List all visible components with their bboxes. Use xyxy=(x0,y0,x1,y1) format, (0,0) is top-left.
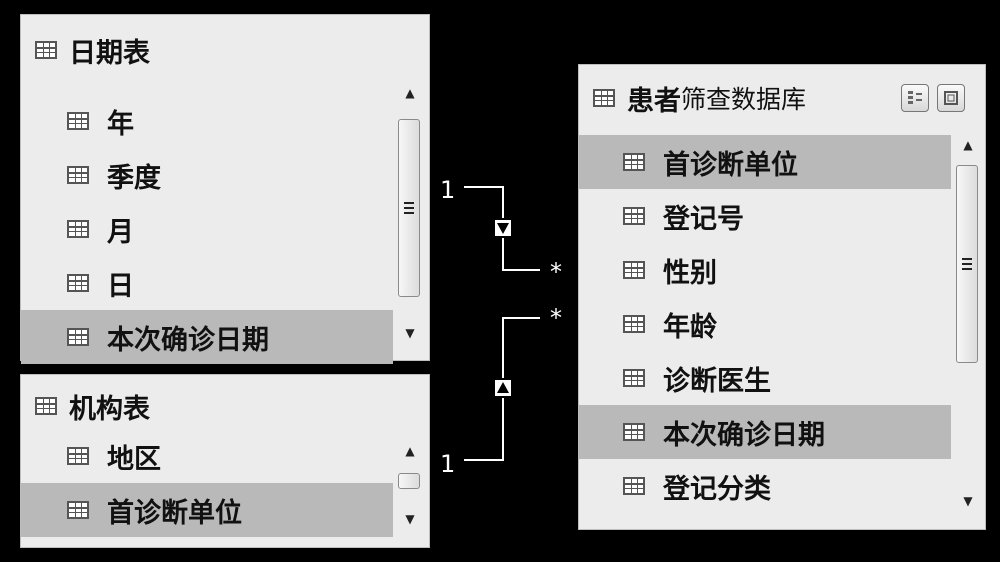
field-row[interactable]: 月 xyxy=(21,202,393,256)
patient-table-title-bold: 患者 xyxy=(627,85,681,117)
filter-direction-icon xyxy=(493,378,513,398)
scroll-up-icon[interactable]: ▲ xyxy=(405,444,415,458)
table-icon xyxy=(35,397,57,415)
column-icon xyxy=(623,423,645,441)
column-icon xyxy=(67,501,89,519)
date-table-header[interactable]: 日期表 xyxy=(21,15,429,85)
field-row[interactable]: 年 xyxy=(21,94,393,148)
field-row[interactable]: 性别 xyxy=(579,243,951,297)
patient-table-scrollbar[interactable]: ▲ ▼ xyxy=(953,131,983,527)
relationship-cardinality-one: 1 xyxy=(440,450,456,478)
field-label: 日 xyxy=(107,270,134,302)
patient-table-card[interactable]: 患者筛查数据库 首诊断单位 登记号 性别 年龄 诊断医生 本次确诊日期 xyxy=(578,64,986,530)
column-icon xyxy=(67,220,89,238)
field-label: 登记分类 xyxy=(663,473,771,505)
field-label: 地区 xyxy=(107,443,161,475)
field-row[interactable]: 登记号 xyxy=(579,189,951,243)
field-row[interactable]: 季度 xyxy=(21,148,393,202)
column-icon xyxy=(623,153,645,171)
scroll-down-icon[interactable]: ▼ xyxy=(405,512,415,526)
field-row[interactable]: 诊断医生 xyxy=(579,351,951,405)
scroll-down-icon[interactable]: ▼ xyxy=(405,326,415,340)
relationship-cardinality-many: * xyxy=(550,304,562,332)
org-table-card[interactable]: 机构表 地区 首诊断单位 ▲ ▼ xyxy=(20,374,430,548)
column-icon xyxy=(67,328,89,346)
patient-table-title-rest: 筛查数据库 xyxy=(681,85,807,114)
org-table-header[interactable]: 机构表 xyxy=(21,375,429,437)
field-label: 年 xyxy=(107,108,134,140)
date-table-title: 日期表 xyxy=(69,37,150,69)
scroll-thumb[interactable] xyxy=(398,119,420,297)
field-label: 首诊断单位 xyxy=(663,149,798,181)
table-icon xyxy=(593,89,615,107)
column-icon xyxy=(623,369,645,387)
field-label: 季度 xyxy=(107,162,161,194)
org-table-scrollbar[interactable]: ▲ ▼ xyxy=(395,433,425,543)
column-icon xyxy=(67,112,89,130)
column-icon xyxy=(67,166,89,184)
column-icon xyxy=(623,207,645,225)
column-icon xyxy=(623,315,645,333)
column-icon xyxy=(623,261,645,279)
field-label: 登记号 xyxy=(663,203,744,235)
column-icon xyxy=(67,447,89,465)
scroll-thumb[interactable] xyxy=(956,165,978,363)
field-row[interactable]: 日 xyxy=(21,256,393,310)
collapse-icon[interactable] xyxy=(901,84,929,112)
field-label: 本次确诊日期 xyxy=(107,324,269,356)
scroll-grip-icon xyxy=(962,258,972,270)
field-label: 月 xyxy=(107,216,134,248)
field-row-selected[interactable]: 本次确诊日期 xyxy=(21,310,393,364)
field-row-selected[interactable]: 首诊断单位 xyxy=(21,483,393,537)
date-table-scrollbar[interactable]: ▲ ▼ xyxy=(395,79,425,355)
patient-table-header[interactable]: 患者筛查数据库 xyxy=(579,65,985,131)
field-row-selected[interactable]: 本次确诊日期 xyxy=(579,405,951,459)
field-label: 首诊断单位 xyxy=(107,497,242,529)
maximize-icon[interactable] xyxy=(937,84,965,112)
field-row[interactable]: 年龄 xyxy=(579,297,951,351)
scroll-down-icon[interactable]: ▼ xyxy=(963,494,973,508)
scroll-up-icon[interactable]: ▲ xyxy=(405,86,415,100)
field-row[interactable]: 地区 xyxy=(21,429,393,483)
field-label: 性别 xyxy=(663,257,717,289)
relationship-cardinality-one: 1 xyxy=(440,176,456,204)
org-table-title: 机构表 xyxy=(69,393,150,425)
scroll-up-icon[interactable]: ▲ xyxy=(963,138,973,152)
scroll-thumb[interactable] xyxy=(398,473,420,489)
field-label: 本次确诊日期 xyxy=(663,419,825,451)
field-row-selected[interactable]: 首诊断单位 xyxy=(579,135,951,189)
scroll-grip-icon xyxy=(404,202,414,214)
field-label: 年龄 xyxy=(663,311,717,343)
table-icon xyxy=(35,41,57,59)
field-row[interactable]: 登记分类 xyxy=(579,459,951,513)
column-icon xyxy=(67,274,89,292)
filter-direction-icon xyxy=(493,218,513,238)
relationship-cardinality-many: * xyxy=(550,258,562,286)
column-icon xyxy=(623,477,645,495)
field-label: 诊断医生 xyxy=(663,365,771,397)
date-table-card[interactable]: 日期表 年 季度 月 日 本次确诊日期 ▲ ▼ xyxy=(20,14,430,364)
